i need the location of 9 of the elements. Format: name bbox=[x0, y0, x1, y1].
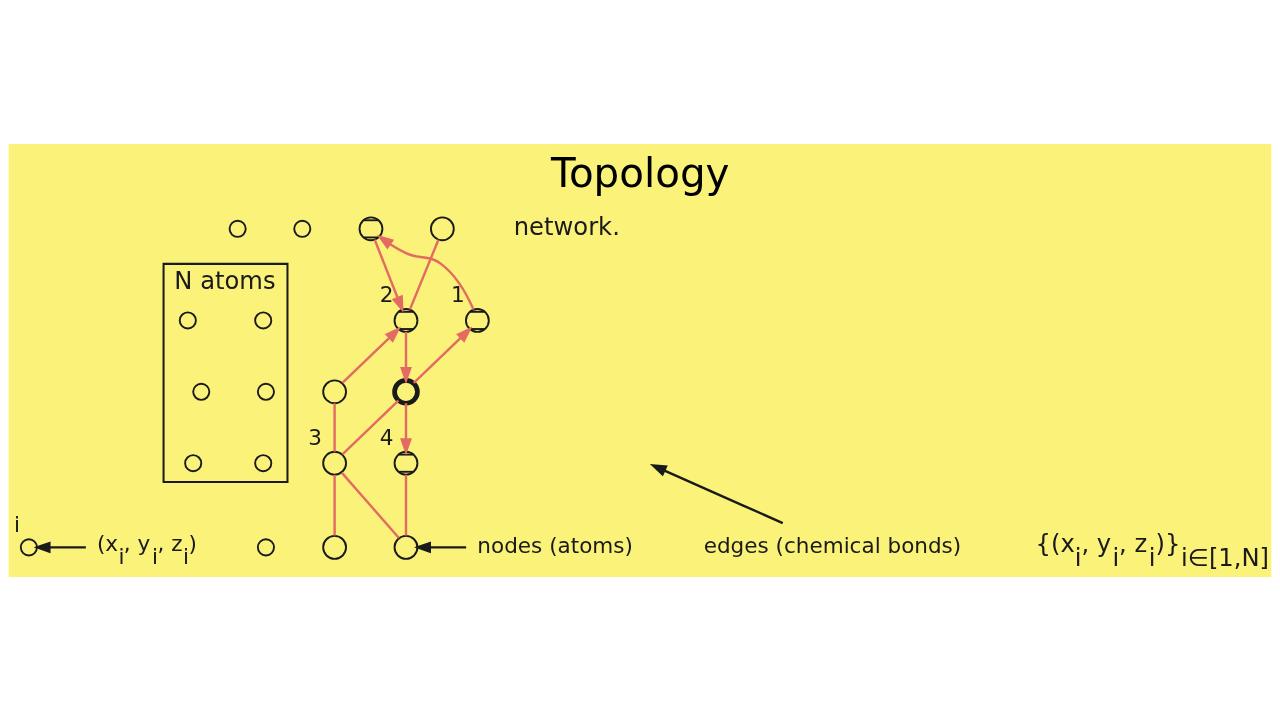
node-label: 2 bbox=[379, 281, 394, 307]
label: network. bbox=[513, 211, 620, 241]
node-label: 3 bbox=[308, 424, 323, 450]
diagram-title: Topology bbox=[551, 148, 730, 197]
node-label: 4 bbox=[379, 424, 394, 450]
node-label: 1 bbox=[451, 281, 465, 307]
node-text: edges (chemical bonds) bbox=[703, 531, 962, 557]
node-label: i bbox=[14, 511, 21, 537]
node-text: nodes (atoms) bbox=[477, 531, 633, 557]
